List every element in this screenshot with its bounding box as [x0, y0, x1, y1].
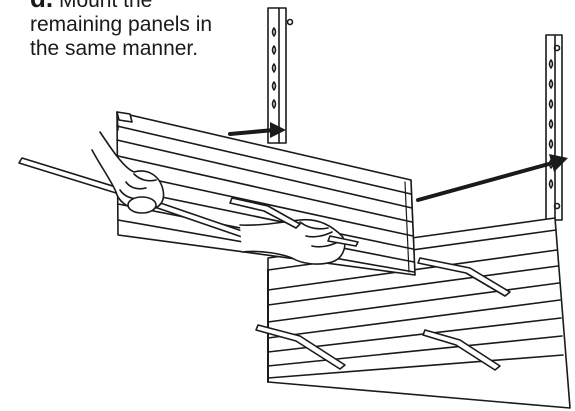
- panel-hook: [255, 324, 346, 370]
- caption-line-3: the same manner.: [30, 37, 199, 60]
- left-upright-rail: [267, 7, 294, 144]
- right-upright-rail: [545, 34, 563, 221]
- left-hand: [91, 131, 165, 214]
- panel-hook: [229, 197, 301, 229]
- caption-text-1: Mount the: [58, 0, 153, 12]
- direction-arrows: [228, 122, 568, 202]
- rail-screw-icon: [553, 202, 561, 210]
- panel-hook: [422, 329, 501, 371]
- caption-line-1: d. Mount the: [30, 0, 212, 13]
- rail-screw-icon: [553, 44, 561, 52]
- rail-slots: [271, 27, 277, 109]
- rail-screw-icon: [286, 18, 294, 26]
- step-letter: d.: [30, 0, 53, 13]
- arrow-head-icon: [270, 122, 286, 138]
- rail-slots: [548, 59, 554, 189]
- instruction-caption: d. Mount the remaining panels in the sam…: [30, 0, 212, 61]
- caption-line-2: remaining panels in: [30, 13, 213, 36]
- panel-hook: [417, 257, 511, 297]
- arrow-head-icon: [549, 154, 568, 172]
